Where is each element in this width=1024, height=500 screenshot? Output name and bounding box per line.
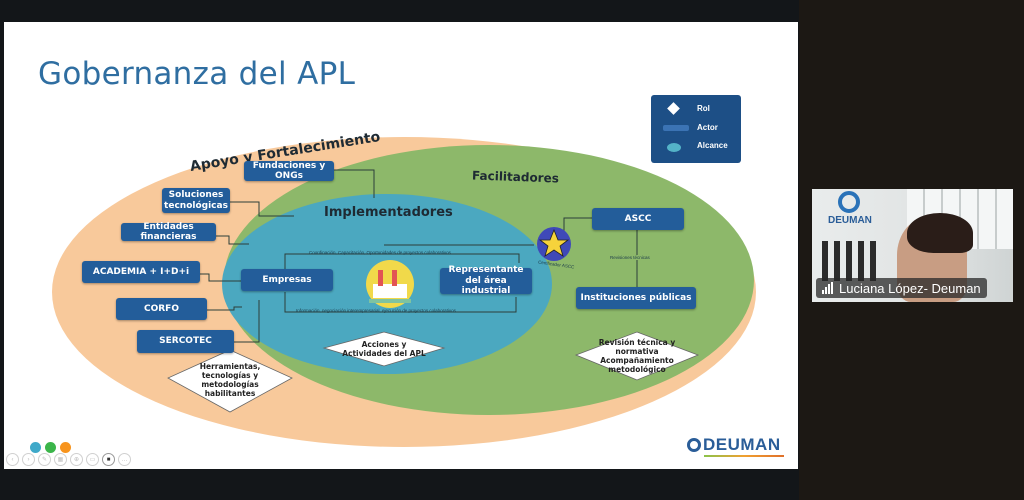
subtitles-icon[interactable]: ▭ <box>86 453 99 466</box>
legend-actor: Actor <box>697 123 718 132</box>
role-facilitators-text: Revisión técnica y normativa Acompañamie… <box>598 338 676 374</box>
zoom-icon[interactable]: ⊕ <box>70 453 83 466</box>
actor-fundaciones: Fundaciones y ONGs <box>244 161 334 181</box>
brand-dots <box>30 440 75 458</box>
camera-icon[interactable]: ■ <box>102 453 115 466</box>
more-icon[interactable]: … <box>118 453 131 466</box>
relation-bottom: Información, negociación interempresaria… <box>296 308 456 313</box>
relation-ascc: Revisiones técnicas <box>610 255 650 260</box>
actor-empresas: Empresas <box>241 269 333 291</box>
deuman-logo: DEUMAN <box>687 435 781 455</box>
role-diamond-implementers <box>322 331 446 367</box>
ring-label-inner: Implementadores <box>324 205 453 220</box>
screen-share-area: Gobernanza del APL Apoyo y Fortalecimien… <box>4 22 798 469</box>
deuman-swirl-icon <box>687 438 701 452</box>
actor-soluciones: Soluciones tecnológicas <box>162 188 230 213</box>
next-icon[interactable]: › <box>22 453 35 466</box>
ellipse-icon <box>667 143 681 152</box>
dot-green <box>45 442 56 453</box>
diamond-icon <box>667 102 680 115</box>
bar-icon <box>663 125 689 131</box>
role-implementers-text: Acciones y Actividades del APL <box>342 340 426 358</box>
actor-ascc: ASCC <box>592 208 684 230</box>
relation-top: Coordinación, Capacitación, Oportunidade… <box>309 250 451 255</box>
video-bg-logo-icon <box>838 191 860 213</box>
role-diamond-support <box>167 349 293 413</box>
slides-icon[interactable]: ▦ <box>54 453 67 466</box>
legend: Rol Actor Alcance <box>651 95 741 163</box>
ring-label-middle: Facilitadores <box>471 168 560 186</box>
participant-name: Luciana López- Deuman <box>839 280 981 296</box>
legend-alcance: Alcance <box>697 141 728 150</box>
factory-icon <box>366 260 414 308</box>
deuman-underline <box>704 455 784 457</box>
deuman-logo-text: DEUMAN <box>703 435 781 454</box>
pen-icon[interactable]: ✎ <box>38 453 51 466</box>
certifier-seal-icon <box>537 227 571 261</box>
chairs <box>822 241 877 281</box>
dot-orange <box>60 442 71 453</box>
actor-instituciones: Instituciones públicas <box>576 287 696 309</box>
actor-entidades: Entidades financieras <box>121 222 216 242</box>
participant-video-tile[interactable]: DEUMAN Luciana López- Deuman <box>812 189 1013 302</box>
slide-title: Gobernanza del APL <box>38 56 356 92</box>
participant-name-tag: Luciana López- Deuman <box>816 278 987 298</box>
role-diamond-facilitators <box>574 331 700 381</box>
legend-rol: Rol <box>697 104 710 113</box>
prev-icon[interactable]: ‹ <box>6 453 19 466</box>
dot-blue <box>30 442 41 453</box>
participant-hair <box>907 213 973 253</box>
actor-corfo: CORFO <box>116 298 207 320</box>
actor-academia: ACADEMIA + I+D+i <box>82 261 200 283</box>
role-support-text: Herramientas, tecnologías y metodologías… <box>199 362 261 398</box>
video-bg-logo-text: DEUMAN <box>828 215 872 226</box>
actor-representante: Representante del área industrial <box>440 265 532 296</box>
actor-sercotec: SERCOTEC <box>137 330 234 353</box>
slideshow-controls: ‹ › ✎ ▦ ⊕ ▭ ■ … <box>6 453 131 466</box>
signal-strength-icon <box>822 282 834 294</box>
presentation-slide: Gobernanza del APL Apoyo y Fortalecimien… <box>4 22 798 469</box>
